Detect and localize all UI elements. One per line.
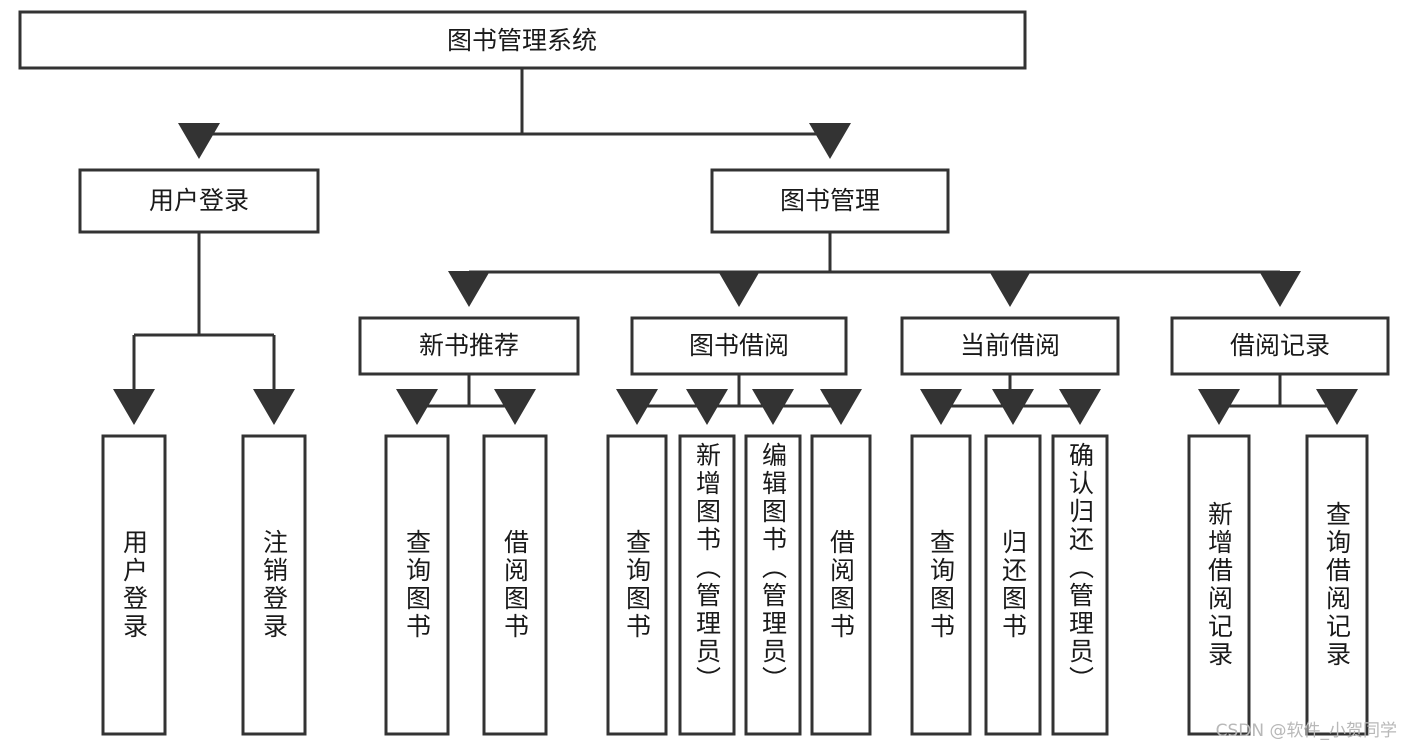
csdn-watermark: CSDN @软件_小贺同学 [1215,721,1397,741]
node-user-login[interactable]: 用户登录 [78,168,320,234]
node-leaf-rec-query-book[interactable]: 查询图书 [384,434,450,736]
node-leaf-borrow-add-book-label: 新增图书（管理员） [692,442,722,694]
connector-newbookrec-to-leaves [396,374,536,425]
node-root[interactable]: 图书管理系统 [18,10,1027,70]
node-leaf-rec-query-record-label: 查询借阅记录 [1322,501,1352,669]
node-leaf-cur-query-book[interactable]: 查询图书 [910,434,972,736]
node-leaf-user-logout-label: 注销登录 [259,529,289,641]
node-leaf-cur-confirm-return[interactable]: 确认归还（管理员） [1051,434,1109,736]
connector-borrowrecord-to-leaves [1198,374,1358,425]
node-leaf-rec-query-book-label: 查询图书 [402,529,432,641]
node-leaf-cur-query-book-label: 查询图书 [926,529,956,641]
node-leaf-borrow-lend-book-label: 借阅图书 [826,529,856,641]
connector-userlogin-to-leaves [113,232,295,425]
node-book-borrow[interactable]: 图书借阅 [630,316,848,376]
node-borrow-record[interactable]: 借阅记录 [1170,316,1390,376]
node-leaf-rec-add-record[interactable]: 新增借阅记录 [1187,434,1251,736]
node-leaf-user-logout[interactable]: 注销登录 [241,434,307,736]
connector-currentborrow-to-leaves [920,374,1101,425]
node-new-book-rec[interactable]: 新书推荐 [358,316,580,376]
node-leaf-user-login-label: 用户登录 [119,529,149,641]
node-leaf-cur-return-book[interactable]: 归还图书 [984,434,1042,736]
node-leaf-rec-add-record-label: 新增借阅记录 [1204,501,1234,669]
node-leaf-rec-borrow-book[interactable]: 借阅图书 [482,434,548,736]
node-leaf-borrow-lend-book[interactable]: 借阅图书 [810,434,872,736]
node-root-label: 图书管理系统 [447,26,597,55]
node-book-borrow-label: 图书借阅 [689,331,789,360]
node-leaf-borrow-query-book[interactable]: 查询图书 [606,434,668,736]
node-leaf-rec-query-record[interactable]: 查询借阅记录 [1305,434,1369,736]
node-book-manage-label: 图书管理 [780,186,880,215]
node-current-borrow-label: 当前借阅 [960,331,1060,360]
node-leaf-borrow-edit-book-label: 编辑图书（管理员） [758,442,788,694]
node-leaf-borrow-edit-book[interactable]: 编辑图书（管理员） [744,434,802,736]
connector-bookmanage-to-level3 [448,232,1301,307]
node-leaf-borrow-add-book[interactable]: 新增图书（管理员） [678,434,736,736]
node-current-borrow[interactable]: 当前借阅 [900,316,1120,376]
node-leaf-cur-return-book-label: 归还图书 [998,529,1028,641]
node-leaf-borrow-query-book-label: 查询图书 [622,529,652,641]
node-new-book-rec-label: 新书推荐 [419,331,519,360]
node-leaf-user-login[interactable]: 用户登录 [101,434,167,736]
node-leaf-rec-borrow-book-label: 借阅图书 [500,529,530,641]
node-borrow-record-label: 借阅记录 [1230,331,1330,360]
node-book-manage[interactable]: 图书管理 [710,168,950,234]
connector-bookborrow-to-leaves [616,374,862,425]
connector-root-to-level2 [178,68,851,159]
node-leaf-cur-confirm-return-label: 确认归还（管理员） [1065,442,1095,694]
node-user-login-label: 用户登录 [149,186,249,215]
